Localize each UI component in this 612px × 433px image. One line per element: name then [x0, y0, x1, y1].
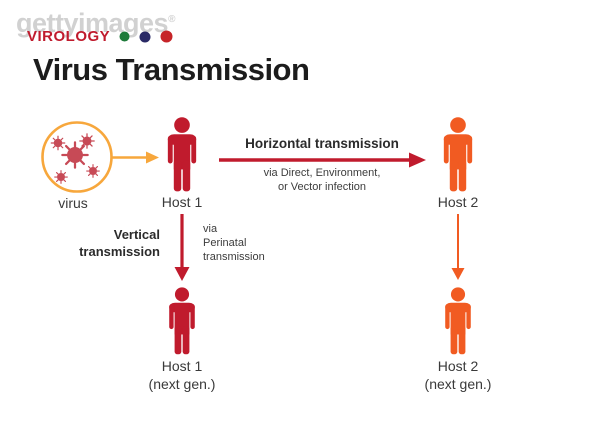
- host2-next-gen-label: Host 2 (next gen.): [408, 357, 508, 393]
- host1-next-gen-label: Host 1 (next gen.): [132, 357, 232, 393]
- horizontal-sub-line2: or Vector infection: [277, 181, 367, 193]
- horizontal-transmission-subtext: via Direct, Environment, or Vector infec…: [224, 166, 420, 194]
- next-gen-note: (next gen.): [148, 376, 216, 392]
- vertical-arrow-icon: [174, 214, 190, 281]
- virus-icon: [61, 141, 89, 169]
- vertical-sub-line1: via: [203, 223, 218, 235]
- host1-next-gen-name: Host 1: [161, 358, 203, 374]
- host1-next-gen-person-icon: [169, 287, 195, 355]
- virology-brand-row: VIROLOGY: [27, 28, 173, 45]
- red-dot-icon: [160, 30, 173, 43]
- host2-label: Host 2: [437, 194, 479, 210]
- page-title: Virus Transmission: [33, 52, 310, 87]
- green-dot-icon: [119, 31, 130, 42]
- registered-mark: ®: [168, 14, 175, 25]
- virus-label: virus: [58, 195, 88, 211]
- horizontal-sub-line1: via Direct, Environment,: [263, 167, 381, 179]
- vertical-title-line2: transmission: [79, 243, 160, 259]
- gettyimages-watermark: gettyimages®: [16, 6, 175, 37]
- horizontal-arrow-icon: [219, 152, 426, 168]
- watermark: gettyimages® VIROLOGY: [16, 6, 175, 45]
- next-gen-note: (next gen.): [424, 376, 492, 392]
- virus-icon: [54, 170, 68, 184]
- vertical-transmission-title: Vertical transmission: [56, 227, 160, 260]
- vertical-sub-line3: transmission: [203, 251, 265, 263]
- vertical-transmission-subtext: via Perinatal transmission: [203, 222, 295, 264]
- virus-icon: [79, 133, 95, 149]
- vertical-title-line1: Vertical: [113, 227, 160, 242]
- horizontal-transmission-title: Horizontal transmission: [245, 136, 399, 151]
- host2-down-arrow-icon: [451, 214, 465, 280]
- host1-label: Host 1: [161, 194, 203, 210]
- virus-icon: [86, 164, 100, 178]
- vertical-sub-line2: Perinatal: [203, 237, 247, 249]
- host2-next-gen-person-icon: [445, 287, 471, 355]
- host2-person-icon: [443, 117, 473, 192]
- virus-circle: [41, 121, 113, 193]
- virology-label: VIROLOGY: [27, 28, 111, 45]
- virus-to-host1-arrow-icon: [112, 151, 159, 164]
- host2-next-gen-name: Host 2: [437, 358, 479, 374]
- navy-dot-icon: [139, 31, 151, 42]
- virus-icon: [50, 135, 66, 151]
- host1-person-icon: [167, 117, 197, 192]
